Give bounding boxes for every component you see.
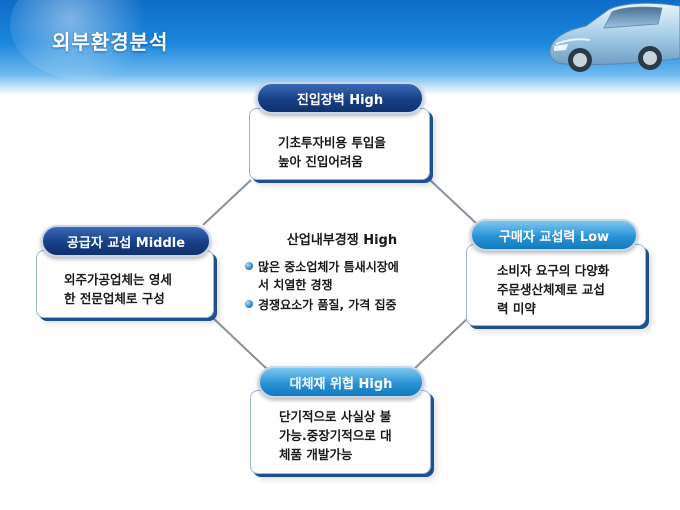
right-node-label: 구매자 교섭력 Low (470, 219, 638, 251)
slide-title: 외부환경분석 (52, 30, 169, 54)
top-node-line: 높아 진입어려움 (278, 154, 363, 169)
center-title: 산업내부경쟁 High (286, 233, 398, 248)
right-node-box: 소비자 요구의 다양화 주문생산체제로 교섭 력 미약 (466, 244, 646, 326)
car-image (549, 2, 680, 72)
bottom-node-label: 대체재 위협 High (258, 366, 424, 398)
center-bullet-line: 경쟁요소가 품질, 가격 집중 (258, 298, 397, 312)
bottom-node-line: 가능.중장기적으로 대 (279, 428, 392, 443)
bottom-node-line: 체품 개발가능 (279, 447, 353, 462)
center-bullet-line: 많은 중소업체가 틈새시장에 (258, 260, 399, 274)
bullet-dot-icon (245, 300, 253, 308)
right-node-line: 주문생산체제로 교섭 (497, 282, 605, 297)
center-bullet: 경쟁요소가 품질, 가격 집중 (244, 296, 434, 314)
left-node-line: 한 전문업체로 구성 (64, 291, 165, 306)
left-node-box: 외주가공업체는 영세 한 전문업체로 구성 (36, 250, 214, 318)
left-node-label: 공급자 교섭 Middle (41, 225, 211, 257)
slide-header: 외부환경분석 (0, 0, 680, 95)
right-node-line: 력 미약 (497, 301, 536, 316)
bullet-dot-icon (245, 262, 253, 270)
top-node-box: 기초투자비용 투입을 높아 진입어려움 (249, 108, 430, 180)
left-node-line: 외주가공업체는 영세 (64, 272, 172, 287)
top-node-line: 기초투자비용 투입을 (278, 135, 386, 150)
top-node-label: 진입장벽 High (256, 82, 424, 114)
center-bullet: 많은 중소업체가 틈새시장에 서 치열한 경쟁 (244, 258, 434, 294)
right-node-line: 소비자 요구의 다양화 (497, 263, 610, 278)
bottom-node-box: 단기적으로 사실상 불 가능.중장기적으로 대 체품 개발가능 (250, 390, 431, 474)
center-bullets: 많은 중소업체가 틈새시장에 서 치열한 경쟁 경쟁요소가 품질, 가격 집중 (244, 258, 434, 314)
center-bullet-line: 서 치열한 경쟁 (258, 278, 333, 292)
bottom-node-line: 단기적으로 사실상 불 (279, 409, 392, 424)
